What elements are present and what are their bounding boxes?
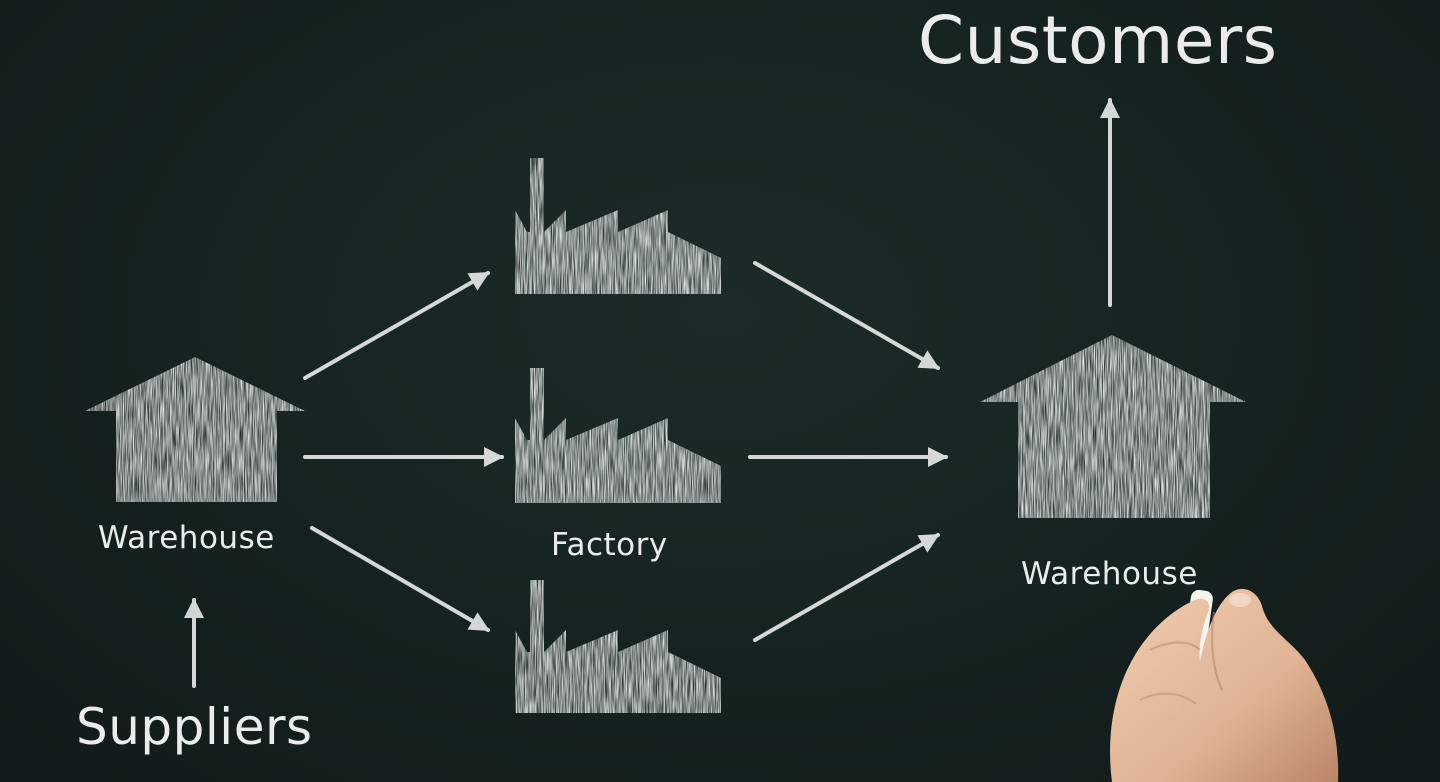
- factory-middle-icon: [515, 368, 721, 503]
- warehouse-right-icon: [980, 335, 1246, 518]
- customers-label: Customers: [918, 2, 1278, 79]
- warehouse-left-icon: [85, 357, 305, 502]
- arrow-icon-wh-to-factory-bottom: [310, 526, 490, 632]
- warehouse-left-label: Warehouse: [98, 520, 275, 556]
- factory-top-icon: [515, 158, 721, 294]
- arrow-icon-factory-top-to-wh: [753, 261, 940, 370]
- factory-bottom-icon: [515, 580, 721, 713]
- arrow-icon-factory-bottom-to-wh: [753, 533, 940, 642]
- warehouse-right-label: Warehouse: [1021, 556, 1198, 592]
- factory-label: Factory: [551, 527, 668, 563]
- arrow-icon-wh-to-factory-top: [303, 271, 490, 380]
- suppliers-label: Suppliers: [76, 698, 313, 756]
